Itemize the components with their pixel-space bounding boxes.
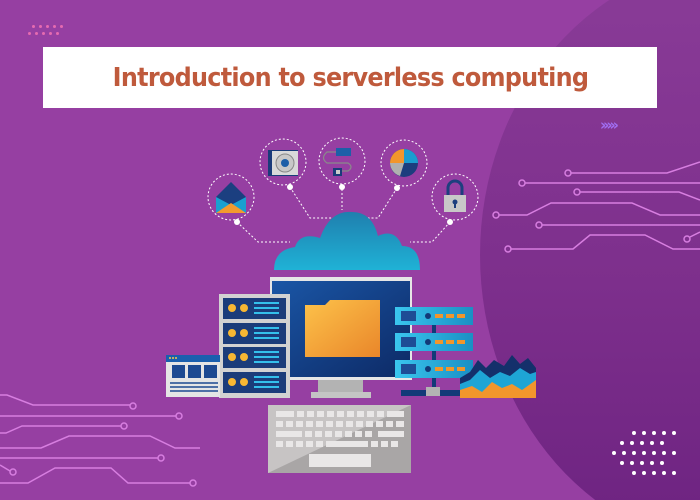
monitor: [270, 277, 412, 398]
page-title: Introduction to serverless computing: [112, 62, 588, 93]
title-banner: Introduction to serverless computing: [43, 47, 657, 108]
connector-nodes: [234, 184, 453, 225]
circuit-lines-left: [0, 394, 200, 487]
folder-icon: [305, 300, 380, 357]
dashed-connectors: [207, 137, 479, 243]
area-chart-graphic: [460, 355, 536, 398]
cable-icon: [322, 148, 352, 176]
cloud-icon: [274, 211, 420, 270]
circuit-lines-right: [492, 161, 700, 253]
pie-chart-icon: [390, 149, 418, 177]
chevrons-decoration: ›››››: [600, 116, 619, 134]
server-rack-left: [219, 294, 290, 398]
keyboard-icon: [268, 405, 411, 473]
server-stack-right: [395, 307, 473, 396]
disc-icon: [268, 150, 298, 176]
browser-window-icon: [166, 355, 220, 397]
lock-icon: [444, 179, 466, 212]
envelope-icon: [216, 182, 246, 213]
